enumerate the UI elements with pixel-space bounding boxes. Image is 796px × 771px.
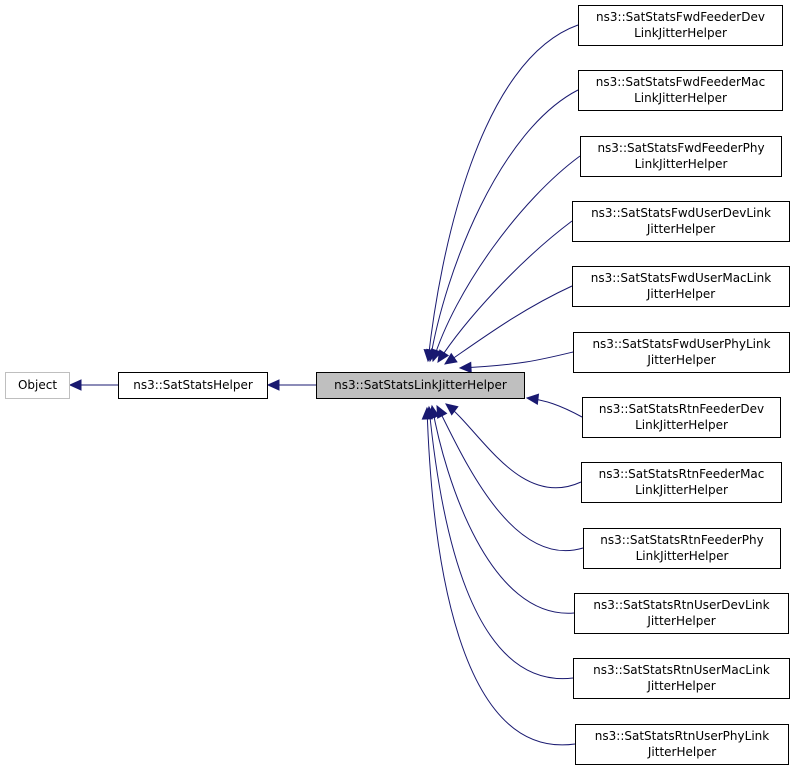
class-box (573, 332, 790, 373)
edge-rtn_user_phy-to-link_jitter_helper (426, 407, 576, 746)
class-box (580, 136, 782, 177)
class-name-line: ns3::SatStatsHelper (133, 378, 253, 392)
class-box (582, 397, 781, 438)
arrowhead-rtn_feeder_mac (445, 403, 459, 416)
edge-rtn_feeder_mac-to-link_jitter_helper (445, 403, 582, 489)
class-name-line: JitterHelper (646, 679, 715, 693)
class-name-line: ns3::SatStatsFwdUserPhyLink (592, 337, 770, 351)
class-name-line: ns3::SatStatsRtnFeederDev (599, 402, 764, 416)
class-node-sat-stats-helper[interactable]: ns3::SatStatsHelper (118, 372, 268, 399)
class-node-rtn-feeder-mac[interactable]: ns3::SatStatsRtnFeederMacLinkJitterHelpe… (581, 462, 782, 503)
class-name-line: LinkJitterHelper (636, 549, 729, 563)
edge-fwd_feeder_dev-to-link_jitter_helper (427, 24, 579, 362)
class-node-rtn-feeder-phy[interactable]: ns3::SatStatsRtnFeederPhyLinkJitterHelpe… (583, 528, 781, 569)
class-box (578, 70, 783, 111)
class-name-line: Object (18, 378, 57, 392)
class-box (573, 658, 790, 699)
class-box (572, 201, 790, 242)
class-name-line: ns3::SatStatsRtnFeederPhy (600, 533, 763, 547)
edges-layer (68, 24, 584, 746)
class-box (572, 266, 790, 307)
class-box (583, 528, 781, 569)
class-name-line: JitterHelper (647, 745, 716, 759)
class-box (5, 372, 70, 399)
class-node-rtn-feeder-dev[interactable]: ns3::SatStatsRtnFeederDevLinkJitterHelpe… (582, 397, 781, 438)
class-name-line: LinkJitterHelper (634, 91, 727, 105)
class-name-line: ns3::SatStatsFwdFeederMac (596, 75, 765, 89)
class-box (118, 372, 268, 399)
class-name-line: ns3::SatStatsFwdFeederDev (596, 10, 765, 24)
arrowhead-fwd_feeder_phy (430, 348, 442, 363)
class-name-line: JitterHelper (646, 614, 715, 628)
arrowhead-rtn_feeder_phy (436, 404, 448, 419)
class-name-line: LinkJitterHelper (635, 418, 728, 432)
class-node-fwd-feeder-mac[interactable]: ns3::SatStatsFwdFeederMacLinkJitterHelpe… (578, 70, 783, 111)
arrowhead-rtn_user_phy (421, 406, 434, 420)
class-name-line: ns3::SatStatsRtnUserMacLink (593, 663, 770, 677)
class-name-line: ns3::SatStatsRtnUserPhyLink (595, 729, 769, 743)
edge-rtn_user_mac-to-link_jitter_helper (428, 406, 574, 679)
class-node-link-jitter-helper: ns3::SatStatsLinkJitterHelper (316, 372, 525, 399)
class-name-line: ns3::SatStatsLinkJitterHelper (334, 378, 507, 392)
edge-fwd_feeder_phy-to-link_jitter_helper (432, 155, 581, 362)
class-name-line: ns3::SatStatsFwdUserDevLink (591, 206, 771, 220)
arrowhead-link_jitter_helper (266, 379, 280, 391)
class-name-line: ns3::SatStatsFwdFeederPhy (597, 141, 764, 155)
class-box (581, 462, 782, 503)
arrowhead-rtn_feeder_dev (525, 393, 540, 406)
class-name-line: ns3::SatStatsRtnFeederMac (599, 467, 765, 481)
nodes-layer: Object ns3::SatStatsHelper ns3::SatStatsLi… (5, 5, 790, 765)
arrowhead-fwd_user_mac (444, 352, 458, 365)
class-name-line: ns3::SatStatsRtnUserDevLink (593, 598, 769, 612)
class-name-line: JitterHelper (646, 287, 715, 301)
class-box (578, 5, 783, 46)
class-box (316, 372, 525, 399)
class-name-line: JitterHelper (646, 222, 715, 236)
arrowhead-fwd_user_dev (437, 349, 450, 364)
class-box (575, 724, 789, 765)
edge-rtn_user_dev-to-link_jitter_helper (431, 405, 575, 614)
class-name-line: ns3::SatStatsFwdUserMacLink (591, 271, 772, 285)
class-node-object[interactable]: Object (5, 372, 70, 399)
edge-fwd_user_mac-to-link_jitter_helper (444, 285, 573, 365)
class-box (574, 593, 789, 634)
arrowhead-sat_stats_helper (68, 379, 82, 391)
class-name-line: LinkJitterHelper (634, 26, 727, 40)
class-name-line: LinkJitterHelper (635, 157, 728, 171)
class-node-fwd-feeder-phy[interactable]: ns3::SatStatsFwdFeederPhyLinkJitterHelpe… (580, 136, 782, 177)
edge-fwd_user_dev-to-link_jitter_helper (437, 220, 573, 363)
edge-fwd_user_phy-to-link_jitter_helper (459, 351, 574, 369)
class-node-fwd-feeder-dev[interactable]: ns3::SatStatsFwdFeederDevLinkJitterHelpe… (578, 5, 783, 46)
edge-fwd_feeder_mac-to-link_jitter_helper (429, 89, 579, 362)
class-name-line: JitterHelper (646, 353, 715, 367)
arrowhead-fwd_user_phy (458, 361, 472, 374)
class-name-line: LinkJitterHelper (635, 483, 728, 497)
edge-rtn_feeder_phy-to-link_jitter_helper (436, 405, 584, 552)
